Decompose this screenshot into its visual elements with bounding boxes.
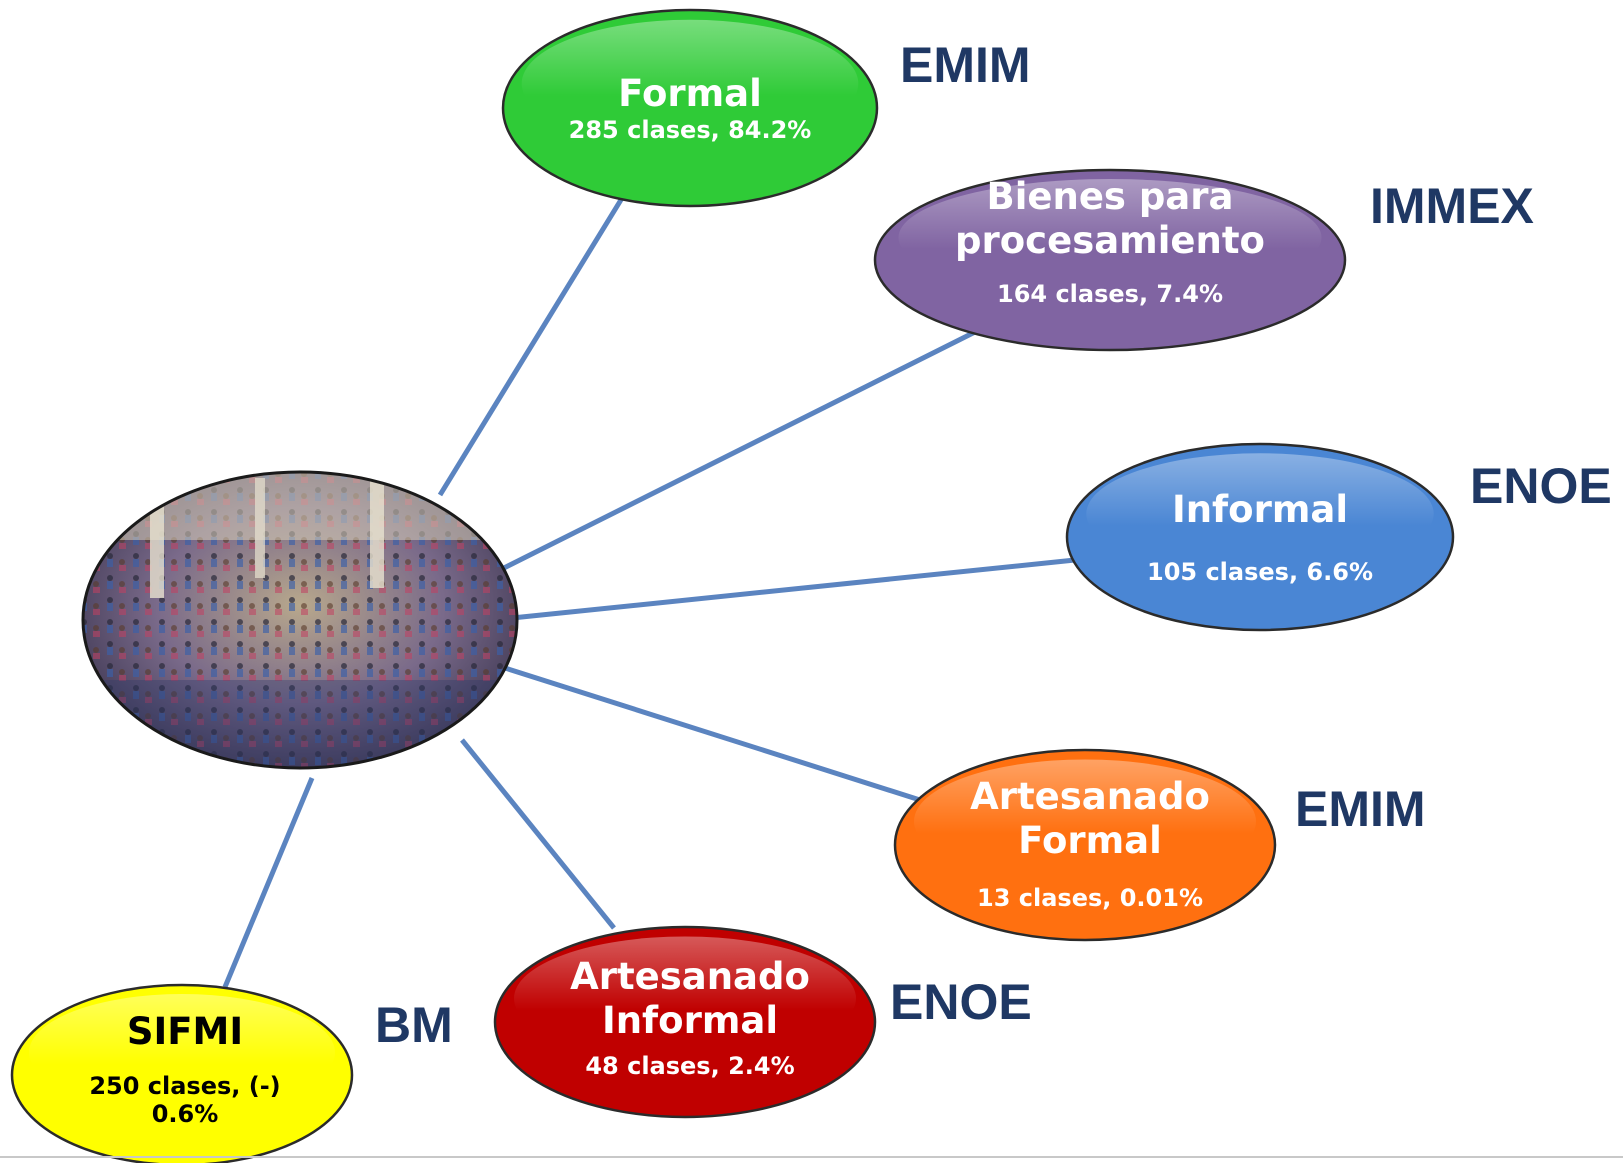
node-sifmi-text: SIFMI 250 clases, (-) 0.6% — [20, 1010, 350, 1128]
node-informal-title: Informal — [1171, 488, 1349, 531]
node-artesanado-formal-text: Artesanado Formal 13 clases, 0.01% — [910, 775, 1270, 913]
source-label-enoe-2: ENOE — [890, 974, 1032, 1030]
connector-sifmi — [222, 777, 315, 988]
connector-lines — [222, 188, 1076, 988]
source-label-emim-2: EMIM — [1295, 781, 1426, 837]
source-label-immex: IMMEX — [1370, 178, 1534, 234]
oval-highlight-artesanado-formal — [914, 759, 1256, 883]
node-formal-text: Formal 285 clases, 84.2% — [520, 72, 860, 144]
node-artesanado-formal-stats: 13 clases, 0.01% — [977, 884, 1203, 913]
source-label-enoe-1: ENOE — [1470, 458, 1612, 514]
node-ovals — [10, 8, 1455, 1163]
node-formal-stats: 285 clases, 84.2% — [568, 115, 812, 144]
node-artesanado-informal-title: Artesanado Informal — [570, 955, 810, 1042]
oval-highlight-formal — [521, 19, 859, 148]
node-bienes-stats: 164 clases, 7.4% — [997, 280, 1223, 309]
node-sifmi-stats: 250 clases, (-) 0.6% — [89, 1071, 281, 1128]
connector-informal — [511, 557, 1076, 621]
node-formal-title: Formal — [618, 72, 762, 115]
node-artesanado-formal-title: Artesanado Formal — [970, 775, 1210, 862]
connector-formal — [437, 188, 630, 497]
bottom-divider — [0, 1156, 1623, 1158]
oval-highlight-sifmi — [29, 994, 335, 1111]
source-label-emim-1: EMIM — [900, 37, 1031, 93]
node-informal-stats: 105 clases, 6.6% — [1147, 557, 1373, 586]
center-photo — [81, 470, 519, 770]
connector-artesanado-formal — [504, 665, 921, 803]
node-bienes-text: Bienes para procesamiento 164 clases, 7.… — [910, 175, 1310, 309]
source-label-bm: BM — [375, 997, 453, 1053]
oval-highlight-informal — [1086, 453, 1434, 575]
node-bienes-title: Bienes para procesamiento — [955, 175, 1265, 262]
node-informal-text: Informal 105 clases, 6.6% — [1070, 488, 1450, 586]
node-sifmi-title: SIFMI — [126, 1010, 244, 1053]
oval-highlight-bienes — [898, 179, 1322, 296]
node-artesanado-informal-text: Artesanado Informal 48 clases, 2.4% — [500, 955, 880, 1081]
oval-highlight-artesanado-informal — [514, 936, 856, 1060]
connector-artesanado-informal — [460, 738, 616, 930]
connector-bienes — [490, 329, 977, 577]
node-artesanado-informal-stats: 48 clases, 2.4% — [585, 1052, 795, 1081]
